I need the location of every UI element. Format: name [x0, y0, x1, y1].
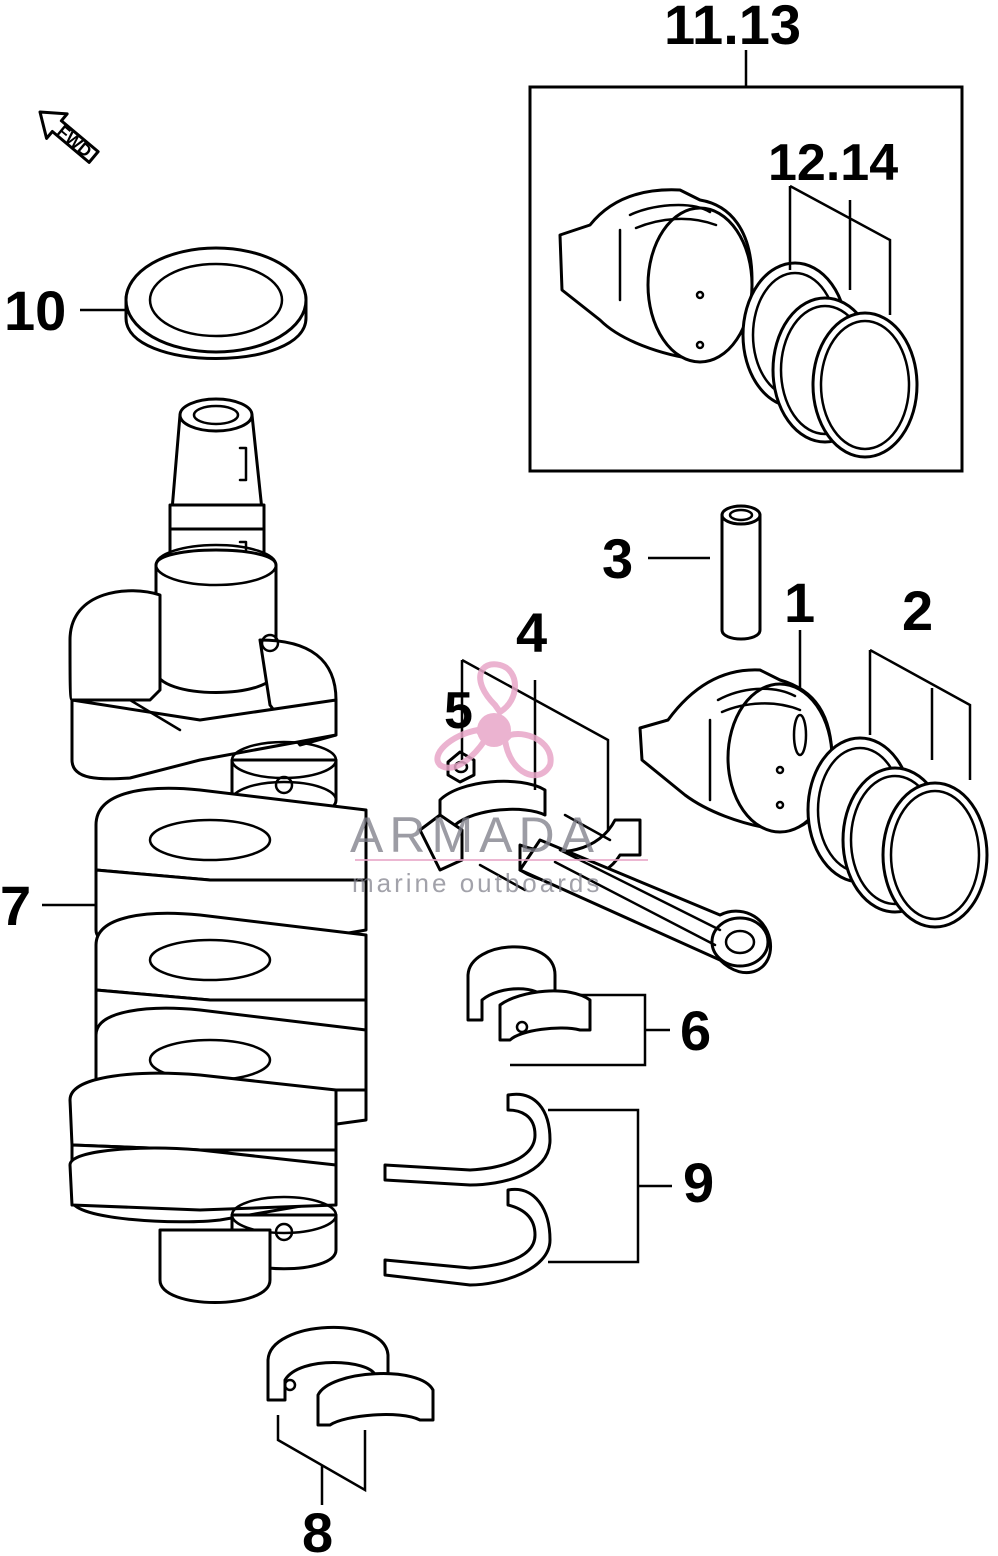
fwd-arrow: FWD	[38, 110, 100, 164]
connecting-rod-part-4	[418, 779, 772, 974]
callout-6: 6	[680, 999, 711, 1062]
watermark-tagline: marine outboards	[352, 868, 602, 898]
watermark-brand: ARMADA	[350, 807, 600, 863]
piston-part-1	[638, 668, 834, 834]
piston-rings-part-2	[806, 736, 989, 929]
callout-7: 7	[0, 874, 31, 937]
armada-watermark: ARMADA marine outboards	[350, 661, 648, 898]
piston-pin-part-3	[720, 504, 762, 641]
thrust-washers-part-9	[383, 1092, 552, 1287]
piston-rings-12-14	[741, 261, 919, 459]
callout-8: 8	[302, 1501, 333, 1556]
conrod-bearing-part-6	[466, 945, 592, 1042]
piston-detail-11	[558, 188, 754, 364]
callout-12-14: 12.14	[768, 134, 898, 192]
propeller-logo-icon	[434, 661, 554, 779]
crankshaft-part-7	[68, 397, 368, 1304]
callout-4: 4	[516, 601, 547, 664]
callout-1: 1	[784, 571, 815, 634]
main-bearing-part-8	[266, 1326, 435, 1427]
callout-2: 2	[902, 579, 933, 642]
callout-9: 9	[683, 1151, 714, 1214]
callout-11-13: 11.13	[664, 0, 801, 56]
oil-seal-part-10	[124, 246, 308, 360]
callout-10: 10	[4, 279, 66, 342]
callout-3: 3	[602, 527, 633, 590]
